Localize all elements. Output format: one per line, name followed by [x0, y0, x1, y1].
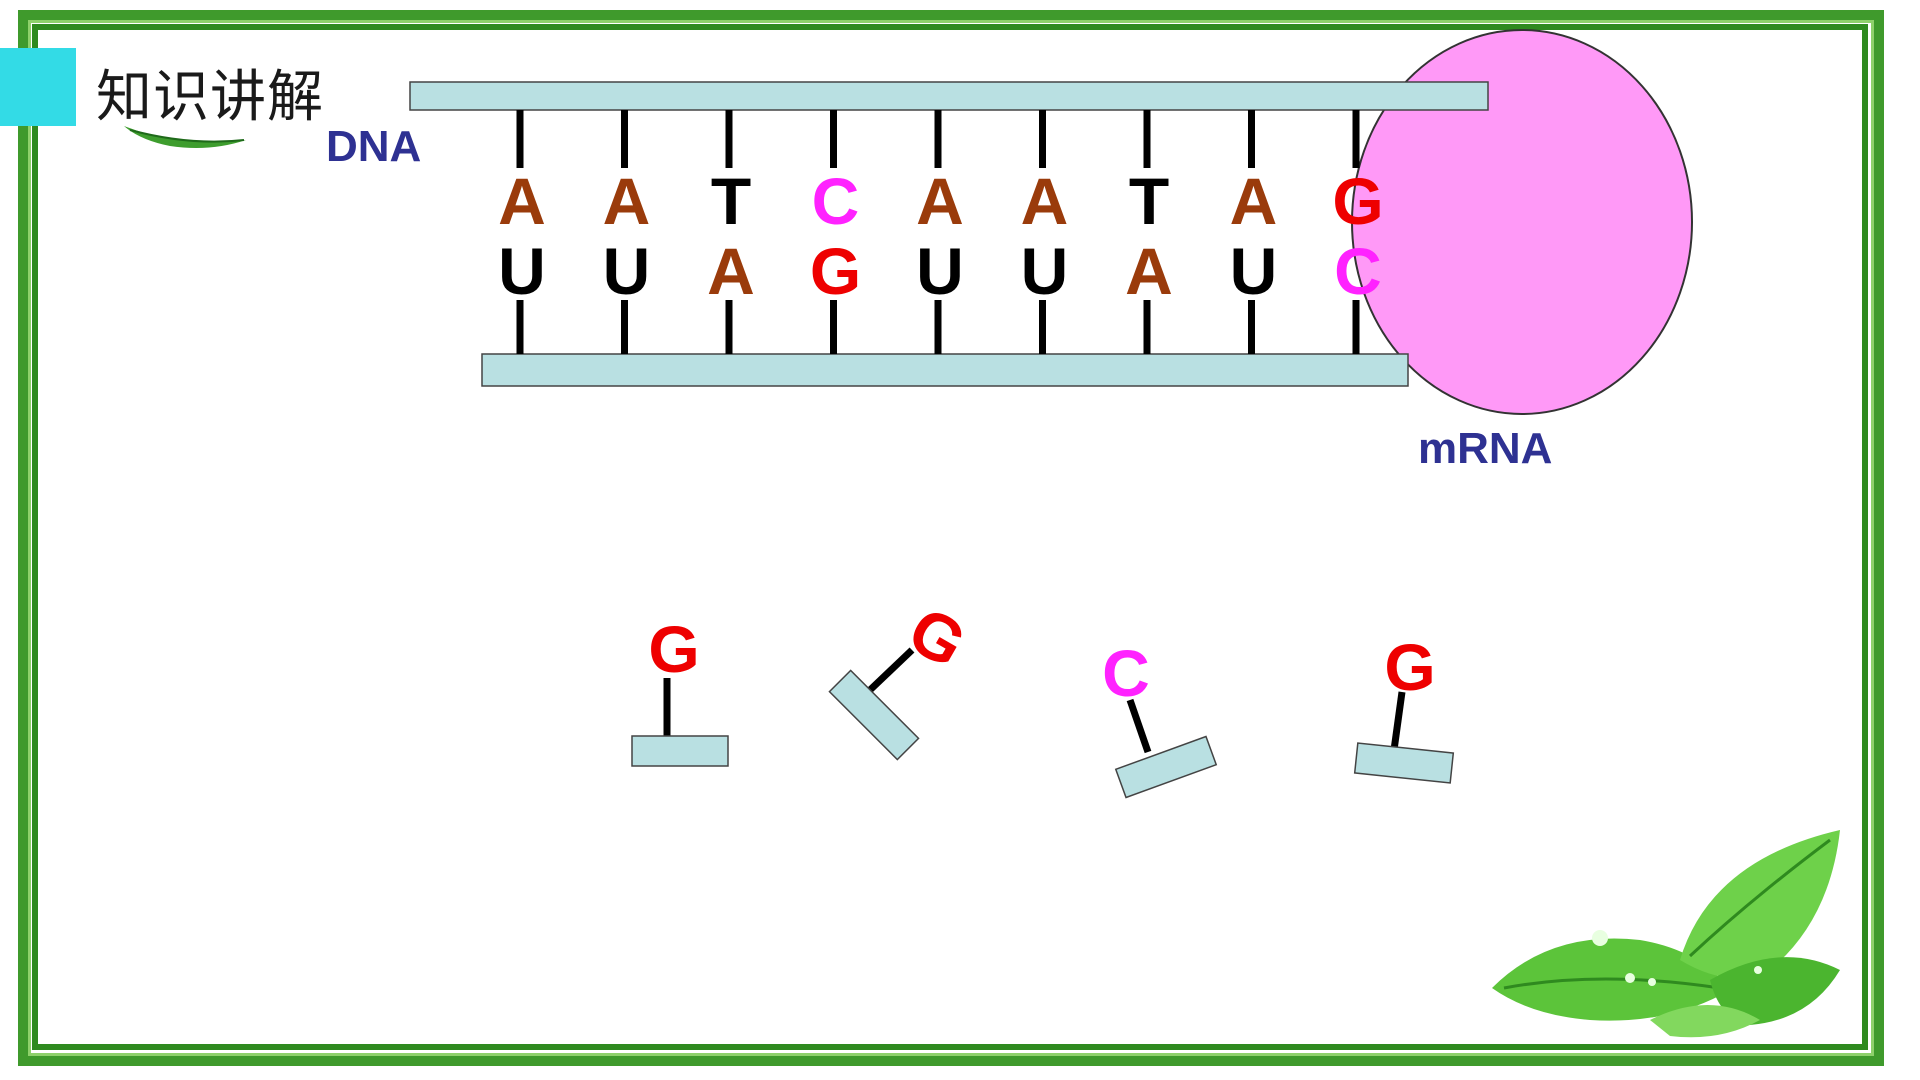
free-base-C: C	[1102, 636, 1150, 710]
dna-label: DNA	[326, 122, 422, 171]
slide-frame-outer	[18, 10, 1884, 1066]
small-leaf-icon	[124, 126, 246, 148]
dna-base-A: A	[1021, 164, 1069, 238]
dna-base-A: A	[916, 164, 964, 238]
page-title: 知识讲解	[96, 65, 324, 130]
dna-base-A: A	[603, 164, 651, 238]
dna-base-A: A	[498, 164, 546, 238]
free-nucleotide-backbone	[631, 735, 729, 767]
mrna-base-U: U	[498, 234, 546, 308]
mrna-base-U: U	[1230, 234, 1278, 308]
free-base-G: G	[648, 612, 699, 686]
mrna-base-G: G	[810, 234, 861, 308]
dna-base-G: G	[1332, 164, 1383, 238]
rna-polymerase-ellipse	[1351, 29, 1693, 415]
free-nucleotide-backbone	[1353, 742, 1455, 784]
mrna-base-A: A	[707, 234, 755, 308]
mrna-base-C: C	[1334, 234, 1382, 308]
free-nucleotide: G	[1353, 630, 1455, 784]
dna-base-T: T	[711, 164, 751, 238]
free-nucleotide: G	[631, 612, 729, 767]
free-nucleotide-stem	[1126, 698, 1152, 754]
dna-base-C: C	[812, 164, 860, 238]
mrna-backbone-strand	[481, 353, 1409, 387]
dna-backbone-strand	[409, 81, 1489, 111]
free-nucleotide-stem	[1390, 691, 1406, 751]
mrna-label: mRNA	[1418, 424, 1553, 473]
leaves-decoration-icon	[1492, 830, 1840, 1038]
title-tab-marker	[0, 48, 76, 126]
free-base-G: G	[897, 592, 978, 682]
free-nucleotide-backbone	[828, 669, 920, 761]
dna-base-T: T	[1129, 164, 1169, 238]
mrna-base-A: A	[1125, 234, 1173, 308]
free-nucleotide: C	[1102, 636, 1218, 799]
free-nucleotide: G	[828, 592, 978, 761]
mrna-base-U: U	[603, 234, 651, 308]
mrna-base-U: U	[1021, 234, 1069, 308]
free-nucleotide-stem	[867, 647, 915, 693]
dna-base-A: A	[1230, 164, 1278, 238]
free-base-G: G	[1384, 630, 1435, 704]
free-nucleotide-backbone	[1114, 735, 1218, 799]
mrna-base-U: U	[916, 234, 964, 308]
